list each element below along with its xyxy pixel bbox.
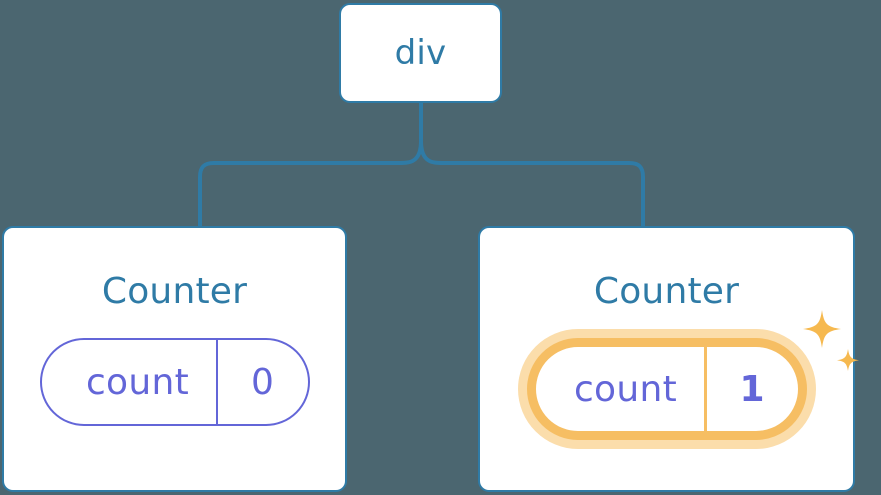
state-value-label-right: 1 [703,347,798,431]
state-pill-wrapper-left: count 0 [39,338,310,426]
state-pill-count-right[interactable]: count 1 [526,338,807,440]
sparkle-large-icon [802,310,841,348]
state-key-label-right: count [573,368,678,410]
state-value-label-left: 0 [215,340,308,424]
node-div[interactable]: div [339,3,502,103]
state-pill-wrapper-right: count 1 [526,310,859,440]
connector-to-right-counter [419,139,645,228]
node-counter-left[interactable]: Counter count 0 [2,226,347,492]
node-counter-left-title: Counter [101,271,248,312]
node-counter-right-title: Counter [593,271,740,312]
connector-to-left-counter [198,139,423,228]
state-pill-count-left[interactable]: count 0 [39,338,310,426]
node-div-label: div [394,33,447,73]
node-counter-right[interactable]: Counter count 1 [478,226,859,492]
state-key-label-left: count [85,361,190,403]
